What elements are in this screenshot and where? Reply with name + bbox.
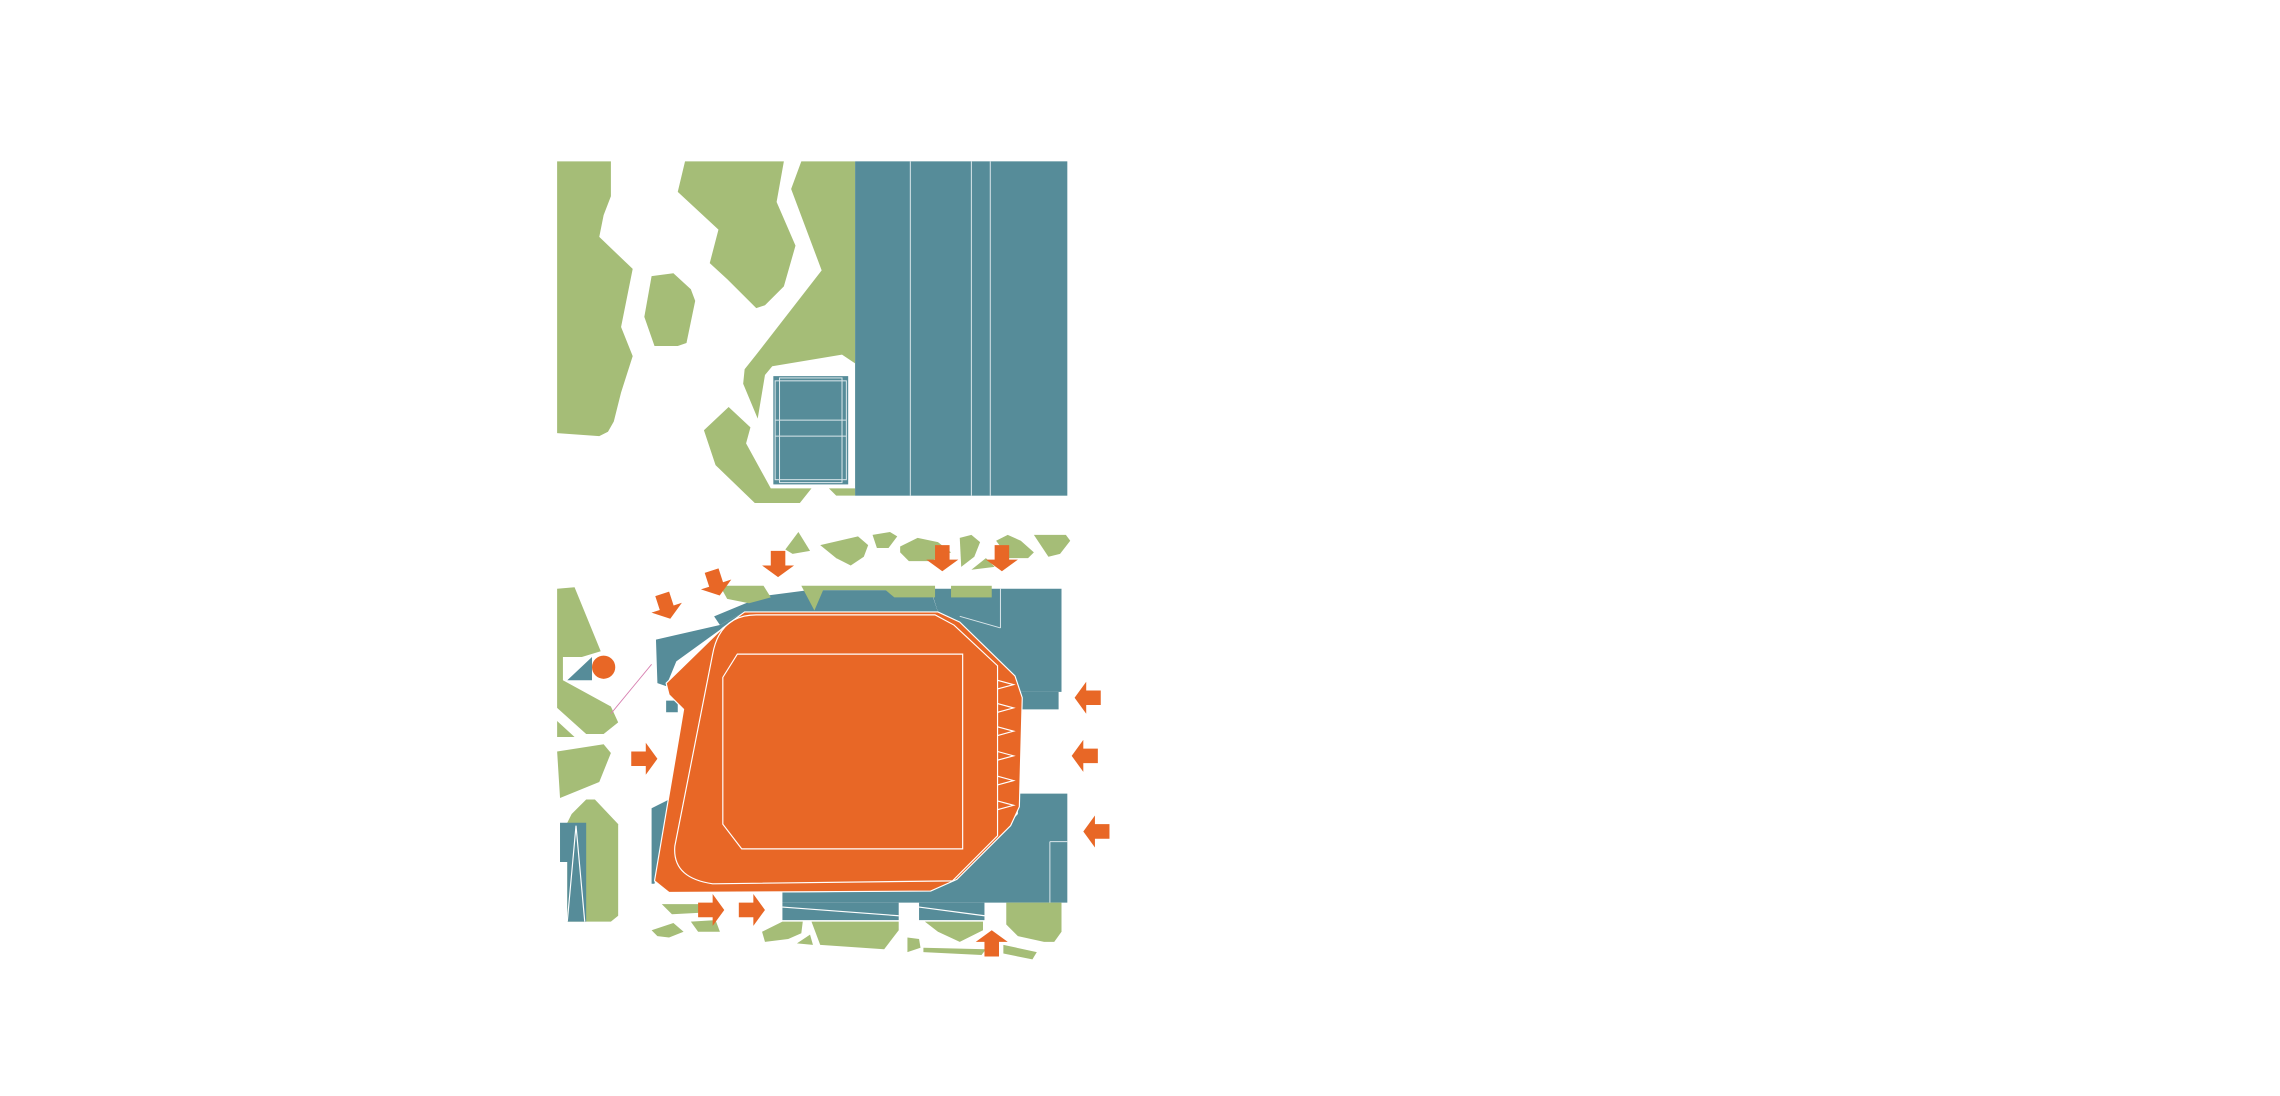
green-area (557, 161, 633, 437)
green-area (872, 532, 898, 548)
top-site (557, 161, 1068, 503)
green-area (557, 720, 575, 737)
teal-area (714, 590, 815, 626)
teal-area (782, 793, 1068, 903)
arrow-down-icon (700, 568, 732, 596)
arrow-left-icon (1074, 681, 1101, 714)
green-area (811, 921, 899, 950)
green-area (651, 923, 684, 938)
arrow-left-icon (1083, 815, 1110, 848)
green-area (924, 921, 984, 942)
green-area (951, 585, 992, 598)
green-area (644, 273, 696, 346)
green-area (557, 744, 611, 799)
green-area (828, 488, 856, 496)
green-area (661, 904, 706, 915)
arrow-right-icon (738, 893, 765, 926)
green-area (719, 585, 771, 604)
connector-line (610, 664, 652, 714)
teal-area (560, 822, 587, 922)
teal-area (567, 657, 592, 681)
arrow-down-icon (762, 550, 795, 578)
arrow-up-icon (975, 930, 1008, 957)
green-area (690, 920, 720, 932)
green-area (703, 407, 812, 503)
sports-fields (855, 161, 1068, 496)
arrow-left-icon (1071, 739, 1098, 772)
green-area (959, 534, 981, 567)
teal-area (930, 588, 1062, 692)
green-area (785, 532, 811, 554)
green-area (820, 536, 869, 566)
arrow-down-icon (926, 545, 959, 572)
teal-area (1017, 691, 1059, 710)
arena-field (722, 653, 964, 850)
green-area (677, 161, 796, 309)
access-arrows (631, 545, 1110, 957)
teal-area (655, 611, 745, 687)
arrow-right-icon (631, 742, 658, 775)
green-area (796, 934, 813, 945)
green-area (1033, 534, 1071, 557)
green-area (762, 921, 803, 942)
green-area (1003, 944, 1037, 960)
arrow-down-icon (651, 591, 682, 619)
green-area (743, 161, 856, 419)
green-area (923, 947, 986, 956)
green-area (907, 937, 921, 953)
green-area (801, 585, 936, 611)
arrow-down-icon (985, 545, 1018, 572)
bottom-site (557, 532, 1071, 960)
green-area (1006, 902, 1062, 942)
green-area (557, 587, 619, 735)
arena (653, 611, 1023, 894)
small-court (771, 373, 851, 487)
arrow-right-icon (698, 893, 725, 926)
orange-marker (592, 655, 616, 679)
teal-area (666, 700, 678, 713)
